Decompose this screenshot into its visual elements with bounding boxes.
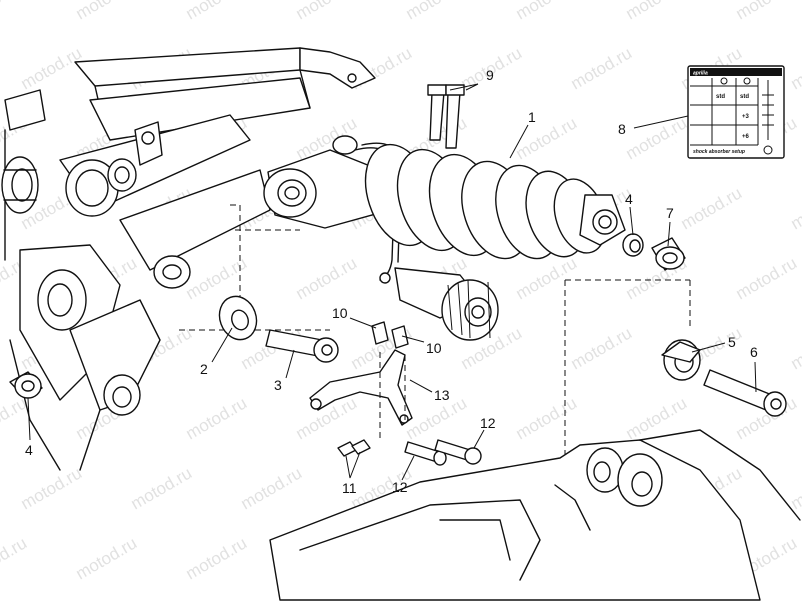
callout-6: 6 (750, 344, 758, 360)
watermark-text: motod.ru (623, 0, 691, 23)
bolts-9 (427, 84, 465, 149)
spring-coils (364, 143, 607, 260)
watermark-text: motod.ru (293, 0, 361, 23)
watermark-text: motod.ru (73, 533, 141, 583)
watermark-text: motod.ru (788, 183, 802, 233)
watermark-text: motod.ru (623, 393, 691, 443)
watermark-text: motod.ru (293, 253, 361, 303)
watermark-text: motod.ru (0, 533, 30, 583)
watermark-text: motod.ru (0, 0, 30, 23)
bushing-7 (651, 237, 686, 271)
watermark-text: motod.ru (18, 43, 86, 93)
callout-4-right: 4 (625, 191, 633, 207)
watermark-text: motod.ru (513, 393, 581, 443)
label-row1-a: std (716, 94, 725, 100)
callout-numbers: 1 2 3 4 4 5 6 7 8 9 10 10 11 12 12 13 (25, 67, 758, 496)
nuts-11 (337, 439, 371, 457)
watermark-text: motod.ru (73, 0, 141, 23)
watermark-text: motod.ru (513, 253, 581, 303)
watermark-text: motod.ru (788, 463, 802, 513)
washer-4-left (9, 371, 43, 399)
bracket-13 (309, 349, 413, 440)
watermark-text: motod.ru (513, 113, 581, 163)
callout-10-bottom: 10 (426, 340, 442, 356)
watermark-text: motod.ru (623, 113, 691, 163)
callout-1: 1 (528, 109, 536, 125)
callout-3: 3 (274, 377, 282, 393)
watermark-text: motod.ru (18, 463, 86, 513)
bolts-12 (404, 439, 482, 466)
callout-5: 5 (728, 334, 736, 350)
label-brand: aprilia (693, 71, 708, 77)
callout-4-left: 4 (25, 442, 33, 458)
callout-13: 13 (434, 387, 450, 403)
callout-7: 7 (666, 205, 674, 221)
label-row3: +6 (742, 134, 750, 140)
callout-2: 2 (200, 361, 208, 377)
label-sticker-8: aprilia std std +3 +6 shock absorber set… (687, 65, 785, 159)
watermark-text: motod.ru (678, 183, 746, 233)
watermark-text: motod.ru (183, 533, 251, 583)
callout-12-right: 12 (480, 415, 496, 431)
watermark-text: motod.ru (183, 393, 251, 443)
callout-9: 9 (486, 67, 494, 83)
watermark-text: motod.ru (568, 323, 636, 373)
watermark-text: motod.ru (568, 43, 636, 93)
swingarm (269, 279, 801, 601)
shock-absorber (263, 135, 626, 341)
washer-4-right (622, 233, 644, 257)
washer-5 (661, 339, 701, 381)
label-footer: shock absorber setup (693, 149, 745, 155)
watermark-text: motod.ru (788, 43, 802, 93)
callout-12-left: 12 (392, 479, 408, 495)
frame-structure (1, 47, 376, 471)
watermark-text: motod.ru (238, 463, 306, 513)
watermark-text: motod.ru (733, 0, 801, 23)
callout-10-top: 10 (332, 305, 348, 321)
bolt-6 (703, 369, 787, 417)
watermark-text: motod.ru (183, 0, 251, 23)
watermark-text: motod.ru (513, 0, 581, 23)
label-row2: +3 (742, 114, 750, 120)
bolt-3 (265, 329, 339, 363)
watermark-text: motod.ru (403, 0, 471, 23)
callout-11: 11 (342, 480, 357, 496)
leader-lines (27, 83, 757, 481)
label-row1-b: std (740, 94, 749, 100)
watermark-text: motod.ru (128, 463, 196, 513)
callout-8: 8 (618, 121, 626, 137)
watermark-text: motod.ru (733, 253, 801, 303)
washer-2 (218, 295, 258, 341)
watermark-text: motod.ru (788, 323, 802, 373)
